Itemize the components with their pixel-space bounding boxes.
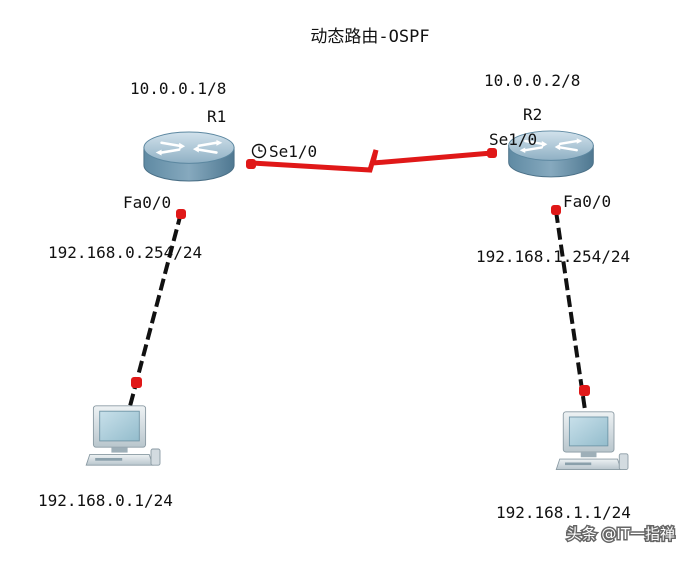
r2-serial-port-label: Se1/0	[489, 130, 537, 149]
pc-1[interactable]	[85, 405, 161, 466]
port-indicators	[131, 148, 590, 396]
r2-fast-port-label: Fa0/0	[563, 192, 611, 211]
pc-2[interactable]	[555, 411, 629, 470]
port-dot-r1-se	[246, 159, 256, 169]
router-r1[interactable]	[142, 130, 236, 183]
r2-lan-ip-label: 192.168.1.254/24	[476, 247, 630, 266]
r2-name-label: R2	[523, 105, 542, 124]
port-dot-pc2	[579, 385, 590, 396]
pc2-ip-label: 192.168.1.1/24	[496, 503, 631, 522]
r1-fast-port-label: Fa0/0	[123, 193, 171, 212]
r1-lan-ip-label: 192.168.0.254/24	[48, 243, 202, 262]
port-dot-r1-fa	[176, 209, 186, 219]
pc1-ip-label: 192.168.0.1/24	[38, 491, 173, 510]
port-dot-pc1	[131, 377, 142, 388]
r2-ip-label: 10.0.0.2/8	[484, 71, 580, 90]
watermark: 头条 @IT一指禅	[565, 524, 676, 545]
port-dot-r2-se	[487, 148, 497, 158]
pc-icon	[85, 405, 161, 466]
r1-serial-port-label: Se1/0	[269, 142, 317, 161]
router-icon	[142, 130, 236, 183]
ethernet-link-r2-pc2	[554, 210, 587, 411]
clock-icon	[251, 143, 267, 159]
diagram-title: 动态路由-OSPF	[310, 27, 429, 47]
port-dot-r2-fa	[551, 205, 561, 215]
r1-ip-label: 10.0.0.1/8	[130, 79, 226, 98]
serial-link-r1-r2	[250, 149, 493, 173]
pc-icon	[555, 411, 629, 470]
r1-name-label: R1	[207, 107, 226, 126]
watermark-text: 头条 @IT一指禅	[567, 525, 675, 543]
